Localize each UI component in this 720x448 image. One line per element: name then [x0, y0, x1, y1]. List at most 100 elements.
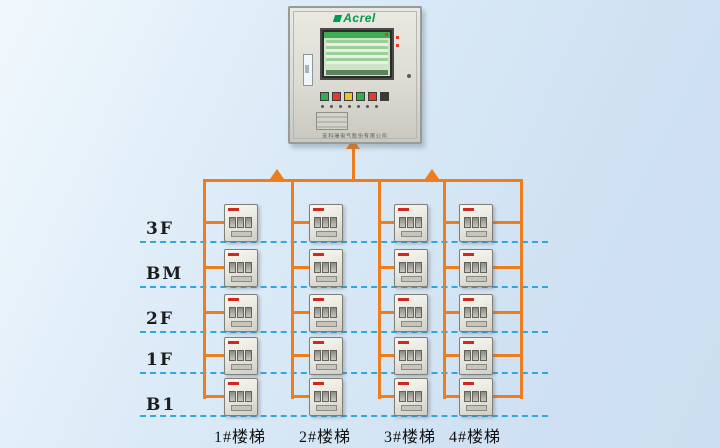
device-slot — [316, 364, 337, 370]
device-terminal — [330, 307, 337, 318]
cabinet-button — [368, 92, 377, 101]
device-terminal — [472, 307, 479, 318]
floor-label: B1 — [146, 395, 177, 415]
connector-line — [378, 311, 394, 314]
device-slot — [231, 321, 252, 327]
device-terminal — [464, 391, 471, 402]
device-logo — [313, 208, 324, 211]
power-monitor-device — [459, 378, 493, 416]
device-slot — [401, 321, 422, 327]
connector-line — [443, 395, 459, 398]
cabinet-small-key — [339, 105, 342, 108]
device-logo — [398, 208, 409, 211]
device-terminal — [314, 217, 321, 228]
power-monitor-device — [224, 204, 258, 242]
device-terminal — [314, 350, 321, 361]
cabinet-door-frame — [293, 11, 417, 139]
power-monitor-device — [309, 337, 343, 375]
screen-indicator-dot — [385, 33, 388, 36]
up-arrow-icon — [425, 169, 439, 179]
device-terminal — [464, 217, 471, 228]
device-logo — [463, 208, 474, 211]
power-monitor-device — [224, 337, 258, 375]
device-terminal — [399, 307, 406, 318]
device-slot — [231, 231, 252, 237]
device-slot — [316, 231, 337, 237]
device-terminal — [415, 307, 422, 318]
device-slot — [316, 321, 337, 327]
cabinet-button — [332, 92, 341, 101]
device-terminal — [237, 307, 244, 318]
device-slot — [316, 276, 337, 282]
level-gauge — [303, 54, 313, 86]
device-terminal — [314, 307, 321, 318]
floor-label: BM — [146, 264, 184, 284]
screen-footer-bar — [326, 70, 388, 75]
device-logo — [398, 298, 409, 301]
floor-divider-line — [140, 286, 548, 288]
cabinet-button — [344, 92, 353, 101]
connector-line — [203, 311, 224, 314]
power-monitor-device — [394, 337, 428, 375]
floor-label: 2F — [146, 309, 174, 329]
device-slot — [231, 364, 252, 370]
device-terminal — [322, 217, 329, 228]
device-slot — [316, 405, 337, 411]
device-terminal — [399, 217, 406, 228]
connector-line — [378, 354, 394, 357]
riser-line — [291, 179, 294, 399]
company-name: 安科瑞电气股份有限公司 — [322, 134, 388, 140]
connector-line — [491, 354, 521, 357]
device-terminal — [322, 262, 329, 273]
device-terminal — [472, 262, 479, 273]
connector-line — [203, 354, 224, 357]
cabinet-small-key — [366, 105, 369, 108]
device-terminal — [330, 350, 337, 361]
monitoring-cabinet: Acrel 安科瑞电气股份有限公司 — [288, 6, 422, 144]
up-arrow-icon — [270, 169, 284, 179]
floor-divider-line — [140, 241, 548, 243]
acrel-logo: Acrel — [290, 11, 420, 25]
screen-data-rows — [326, 40, 388, 64]
device-terminal — [314, 262, 321, 273]
connector-line — [491, 266, 521, 269]
column-label: 2#楼梯 — [298, 429, 352, 446]
device-logo — [463, 341, 474, 344]
power-monitor-device — [394, 378, 428, 416]
device-logo — [313, 341, 324, 344]
device-terminal — [245, 217, 252, 228]
device-terminal — [245, 262, 252, 273]
device-terminal — [399, 262, 406, 273]
riser-line — [203, 179, 206, 399]
riser-line — [443, 179, 446, 399]
brand-mark-icon — [333, 15, 343, 22]
cabinet-display-screen — [320, 28, 394, 80]
device-terminal — [314, 391, 321, 402]
column-label: 4#楼梯 — [448, 429, 502, 446]
status-led-icon — [396, 44, 399, 47]
floor-divider-line — [140, 372, 548, 374]
riser-line — [378, 179, 381, 399]
floor-divider-line — [140, 331, 548, 333]
device-terminal — [399, 350, 406, 361]
device-terminal — [415, 350, 422, 361]
power-monitor-device — [459, 337, 493, 375]
connector-line — [291, 354, 309, 357]
riser-line — [520, 179, 523, 399]
device-slot — [401, 276, 422, 282]
floor-label: 1F — [146, 350, 174, 370]
device-terminal — [472, 391, 479, 402]
power-monitor-device — [309, 378, 343, 416]
device-logo — [463, 298, 474, 301]
device-terminal — [237, 350, 244, 361]
up-arrow-icon — [346, 139, 360, 149]
device-logo — [313, 382, 324, 385]
device-terminal — [480, 217, 487, 228]
uplink-line — [352, 148, 355, 181]
device-slot — [401, 364, 422, 370]
cabinet-small-key — [330, 105, 333, 108]
device-logo — [228, 298, 239, 301]
device-slot — [466, 231, 487, 237]
device-slot — [466, 276, 487, 282]
